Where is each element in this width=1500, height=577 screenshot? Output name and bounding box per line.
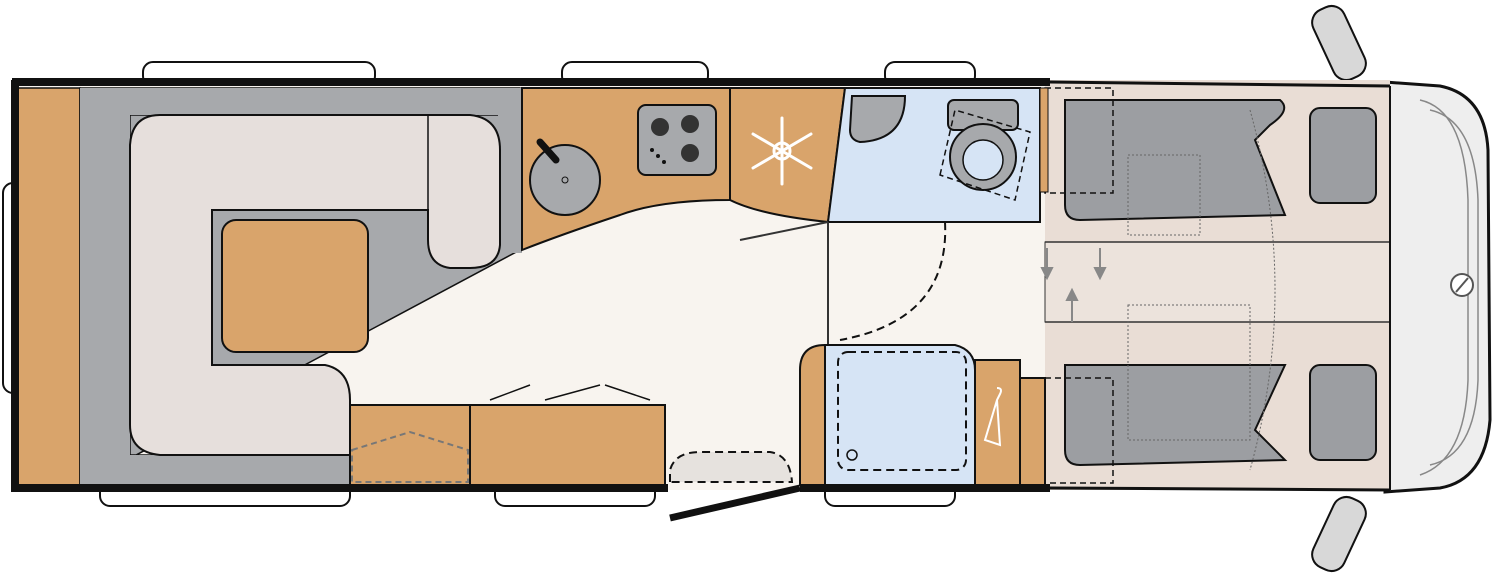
washbasin-icon	[848, 95, 907, 144]
drop-down-bed-outline	[1127, 109, 1276, 471]
entry-step	[669, 451, 794, 483]
side-cabinet	[1019, 377, 1046, 486]
pillow-top	[1309, 107, 1377, 204]
cabinet-post	[799, 343, 826, 486]
cab-front	[1383, 80, 1492, 494]
grille	[1419, 99, 1479, 476]
snowflake-icon	[751, 116, 813, 186]
bath-door-swing	[839, 221, 947, 341]
entry-door[interactable]	[669, 484, 801, 522]
hob-icon	[637, 104, 717, 176]
mattress-bottom	[1064, 364, 1288, 467]
brand-logo-icon	[1450, 273, 1474, 297]
arrow-up-icon	[1065, 287, 1079, 322]
mirrors	[1311, 4, 1367, 573]
mirror-bottom	[1311, 495, 1367, 573]
arrows	[1040, 248, 1107, 322]
dining-table	[221, 219, 369, 353]
hanger-icon	[983, 387, 1002, 447]
sink-icon	[529, 138, 601, 216]
shower	[824, 344, 976, 486]
aisle-bed	[1044, 241, 1391, 323]
arrow-down-icon	[1093, 248, 1107, 281]
mattress-top	[1064, 99, 1287, 222]
outer-walls	[11, 78, 1391, 492]
seating-cushions	[129, 114, 501, 456]
shower-drain-icon	[846, 449, 858, 461]
mirror-top	[1311, 4, 1367, 82]
toilet-icon	[939, 99, 1031, 201]
lower-cabinet-2	[469, 404, 666, 486]
pillow-bottom	[1309, 364, 1377, 461]
rear-cabinet	[17, 87, 81, 486]
arrow-down-icon	[1040, 248, 1054, 281]
bath-wall-post	[1039, 87, 1049, 193]
